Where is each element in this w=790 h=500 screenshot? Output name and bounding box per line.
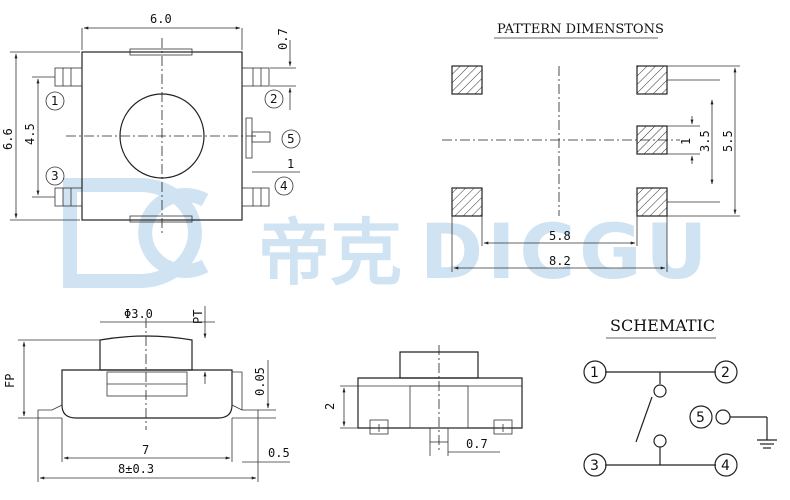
dim-pattern-pad: 1: [679, 138, 693, 145]
sch-pin-5: 5: [689, 405, 713, 429]
sch-pin-3: 3: [583, 453, 607, 477]
end-foot-left: [369, 419, 389, 435]
dim-pattern-height: 5.5: [721, 130, 735, 152]
dim-top-width: 6.0: [150, 12, 172, 26]
side-body: [61, 369, 233, 419]
pin5-body: [245, 117, 253, 159]
pad-3: [451, 187, 483, 217]
watermark-logo: [63, 178, 209, 288]
pad-4: [636, 187, 668, 217]
pad-2: [636, 65, 668, 95]
dim-top-height: 6.6: [1, 128, 15, 150]
dim-end-height: 2: [323, 403, 337, 410]
svg-text:3: 3: [590, 458, 599, 474]
dim-body: 7: [142, 443, 149, 457]
dim-total: 8±0.3: [118, 462, 154, 476]
dim-end-lead: 0.7: [466, 437, 488, 451]
end-foot-right: [493, 419, 513, 435]
pin5-lead: [251, 131, 271, 143]
pin-label-2: 2: [264, 89, 284, 109]
pad-1: [451, 65, 483, 95]
pin-label-5: 5: [281, 129, 301, 149]
svg-text:2: 2: [270, 92, 278, 106]
pin-label-1: 1: [45, 91, 65, 111]
dim-lead: 0.5: [268, 446, 290, 460]
watermark: 帝克 DICGU: [63, 178, 711, 296]
top-strip: [129, 48, 193, 56]
dim-phi: Φ3.0: [124, 307, 153, 321]
end-view: 2 0.7: [323, 345, 523, 456]
schematic: SCHEMATIC 1 2 3 4: [583, 316, 777, 477]
dim-pattern-inner: 5.8: [549, 229, 571, 243]
dim-pattern-outer: 8.2: [549, 254, 571, 268]
bottom-strip: [129, 215, 193, 223]
schematic-title: SCHEMATIC: [610, 316, 715, 335]
dim-pattern-mid: 3.5: [698, 130, 712, 152]
sch-pin-1: 1: [583, 360, 607, 384]
svg-text:3: 3: [51, 169, 59, 183]
sch-pin-4: 4: [714, 453, 738, 477]
watermark-en-text: DICGU: [420, 207, 711, 296]
dim-pin-spacing: 4.5: [23, 123, 37, 145]
pin-label-4: 4: [274, 176, 294, 196]
pin2-lead: [241, 67, 270, 87]
end-center-pin: [429, 427, 449, 443]
pattern-title: PATTERN DIMENSTONS: [497, 22, 664, 37]
pin1-lead: [54, 67, 83, 87]
sch-pin-2: 2: [714, 360, 738, 384]
svg-text:1: 1: [51, 94, 59, 108]
svg-text:5: 5: [696, 410, 705, 426]
svg-text:1: 1: [590, 365, 599, 381]
svg-text:2: 2: [721, 365, 730, 381]
plunger: [99, 335, 193, 371]
pattern-view: PATTERN DIMENSTONS 5.8 8.2 1 3.5 5.5: [442, 22, 740, 272]
top-view: 6.0 6.6 4.5 0.7 1 1 2 3 4: [1, 12, 301, 236]
pin-label-3: 3: [45, 166, 65, 186]
end-body: [357, 377, 523, 429]
svg-text:4: 4: [721, 458, 730, 474]
dim-fp: FP: [3, 374, 17, 388]
svg-text:5: 5: [287, 132, 295, 146]
side-view: Φ3.0 PT FP 0.05 7 8±0.3 0.5: [3, 306, 290, 482]
svg-text:4: 4: [280, 179, 288, 193]
dim-pin-offset: 0.7: [276, 28, 290, 50]
dim-pt: PT: [191, 310, 205, 324]
dim-gap: 0.05: [253, 367, 267, 396]
watermark-cn-text: 帝克: [258, 211, 402, 295]
pin4-lead: [241, 187, 270, 207]
dim-pin5: 1: [287, 157, 294, 171]
